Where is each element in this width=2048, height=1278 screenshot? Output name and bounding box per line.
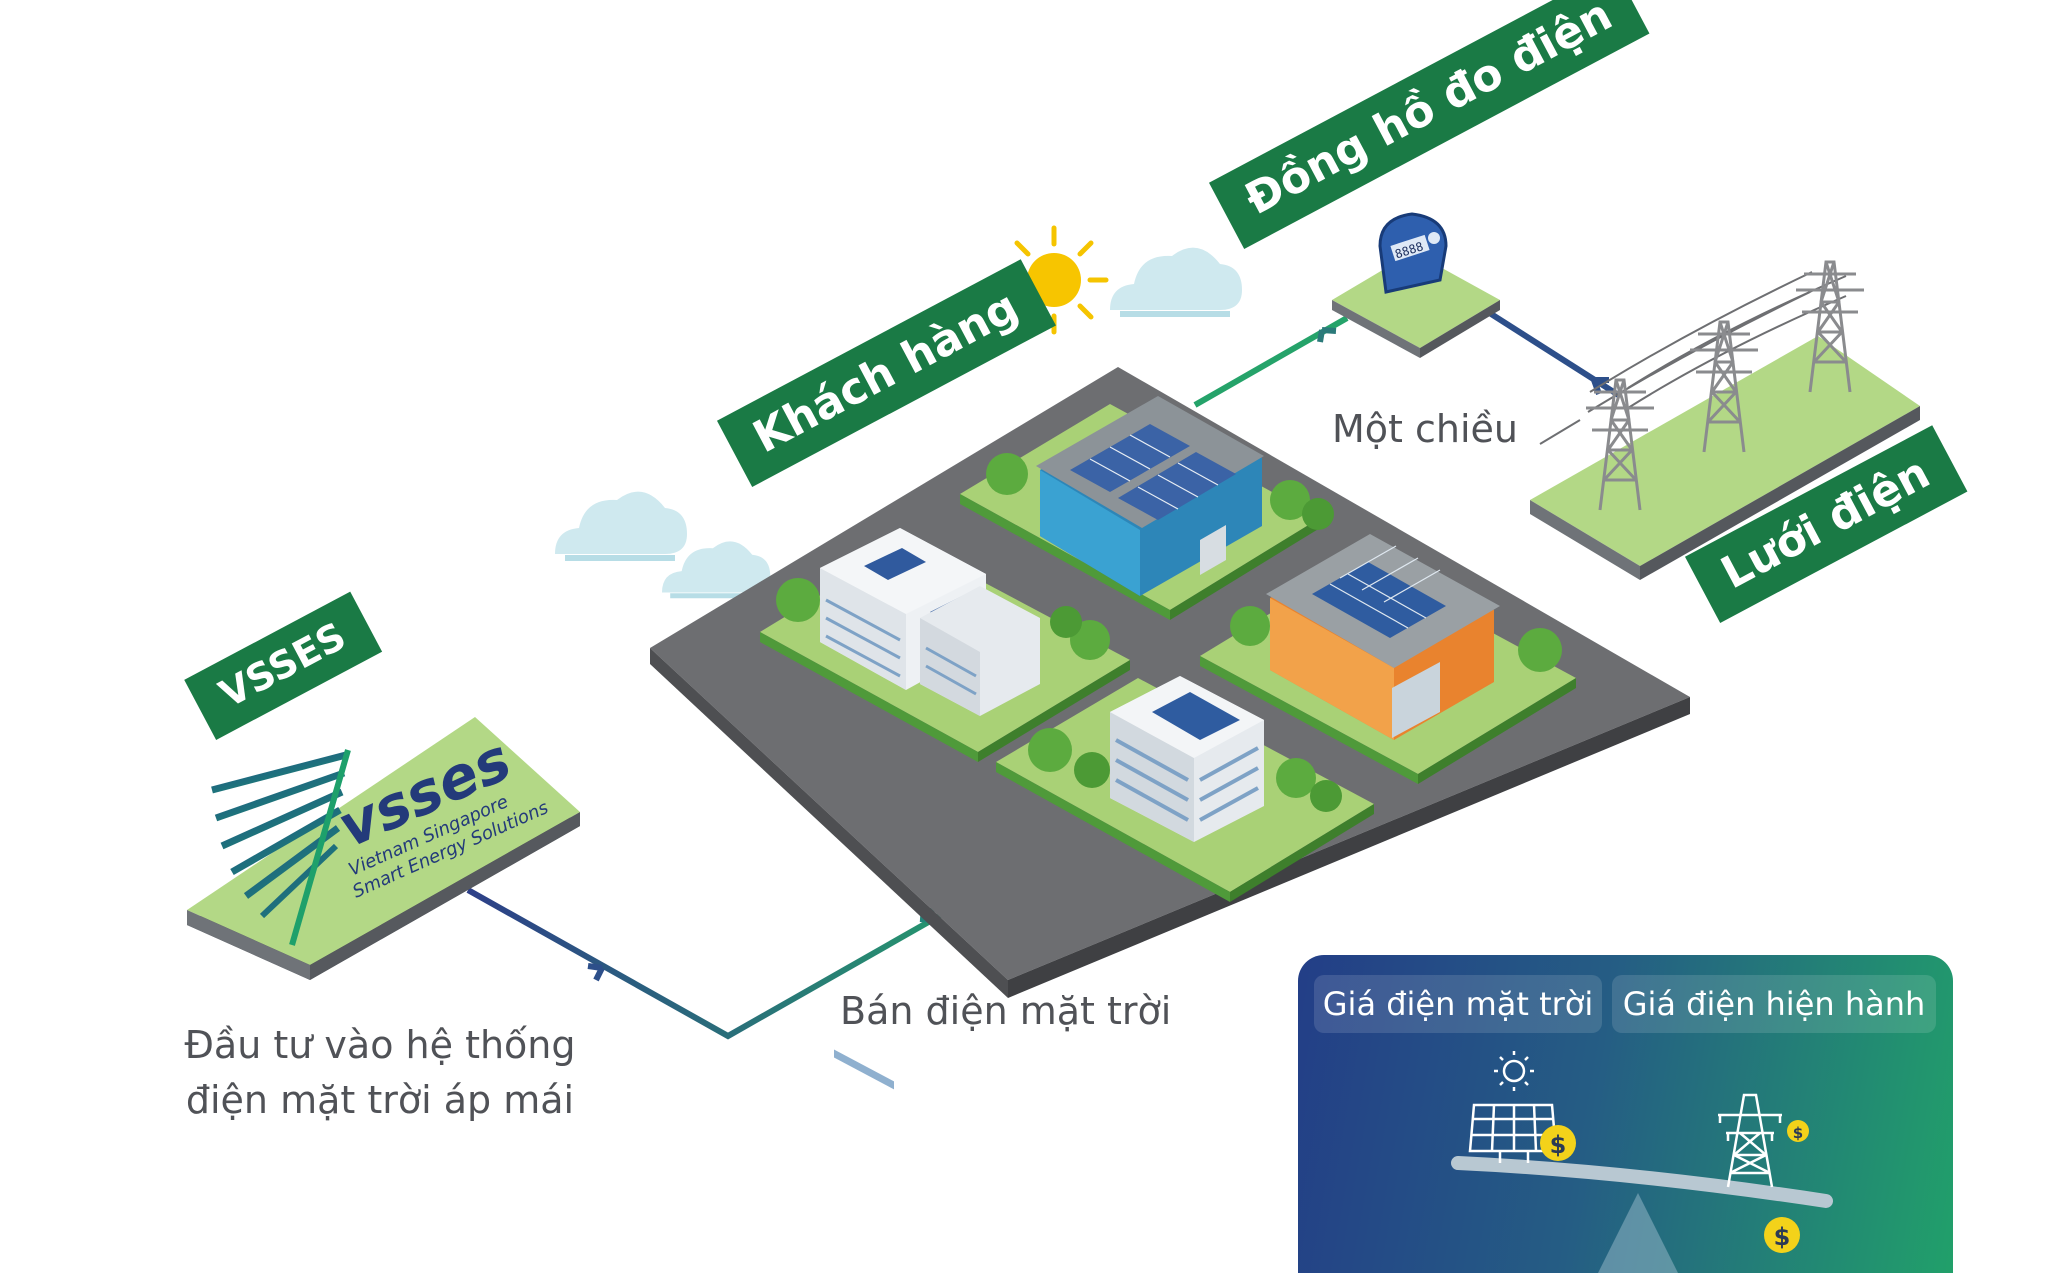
scale-fulcrum — [1598, 1193, 1678, 1273]
invest-caption-line2: điện mặt trời áp mái — [185, 1078, 575, 1123]
coin-icon: $ — [1540, 1125, 1576, 1161]
svg-text:$: $ — [1550, 1131, 1567, 1159]
electric-meter-icon: 8888 — [1378, 212, 1448, 294]
cloud-icon — [555, 491, 687, 561]
lot-office-white — [760, 528, 1130, 1090]
one-way-caption: Một chiều — [1332, 407, 1519, 451]
lot-office-blue — [996, 676, 1374, 902]
solar-price-label: Giá điện mặt trời — [1314, 975, 1602, 1033]
grid-platform — [1530, 260, 1920, 580]
transmission-tower-icon — [1796, 260, 1864, 393]
lot-warehouse-blue — [960, 396, 1334, 620]
cloud-icon — [1110, 247, 1242, 317]
svg-text:$: $ — [1793, 1124, 1803, 1142]
grid-flow-line — [1486, 309, 1622, 399]
vsses-platform: vsses Vietnam Singapore Smart Energy Sol… — [187, 717, 580, 980]
scale-beam — [1451, 1156, 1833, 1208]
current-price-label: Giá điện hiện hành — [1612, 975, 1936, 1033]
svg-text:$: $ — [1774, 1223, 1791, 1251]
invest-caption: Đầu tư vào hệ thống điện mặt trời áp mái — [180, 1018, 580, 1128]
flow-lines — [466, 309, 1622, 1040]
transmission-tower-icon — [1586, 378, 1654, 511]
flow-arrow-icon — [587, 963, 605, 982]
price-comparison-panel: Giá điện mặt trời Giá điện hiện hành $ — [1298, 955, 1953, 1273]
flow-arrow-icon — [1317, 327, 1337, 343]
invest-caption-line1: Đầu tư vào hệ thống — [184, 1023, 576, 1067]
transmission-tower-icon — [1690, 320, 1758, 453]
vsses-logo-mark — [211, 749, 351, 946]
balance-scale-icon: $ $ $ — [1451, 1051, 1833, 1273]
sell-solar-caption: Bán điện mặt trời — [840, 989, 1172, 1033]
coin-icon: $ — [1764, 1217, 1800, 1253]
transmission-tower-icon — [1718, 1093, 1782, 1188]
solar-panel-icon — [1468, 1051, 1558, 1163]
meter-platform: 8888 — [1332, 212, 1500, 358]
investment-flow-line — [466, 867, 1022, 1040]
lot-factory-orange — [1200, 534, 1576, 784]
customer-district — [650, 367, 1690, 1090]
coin-icon: $ — [1787, 1120, 1809, 1142]
